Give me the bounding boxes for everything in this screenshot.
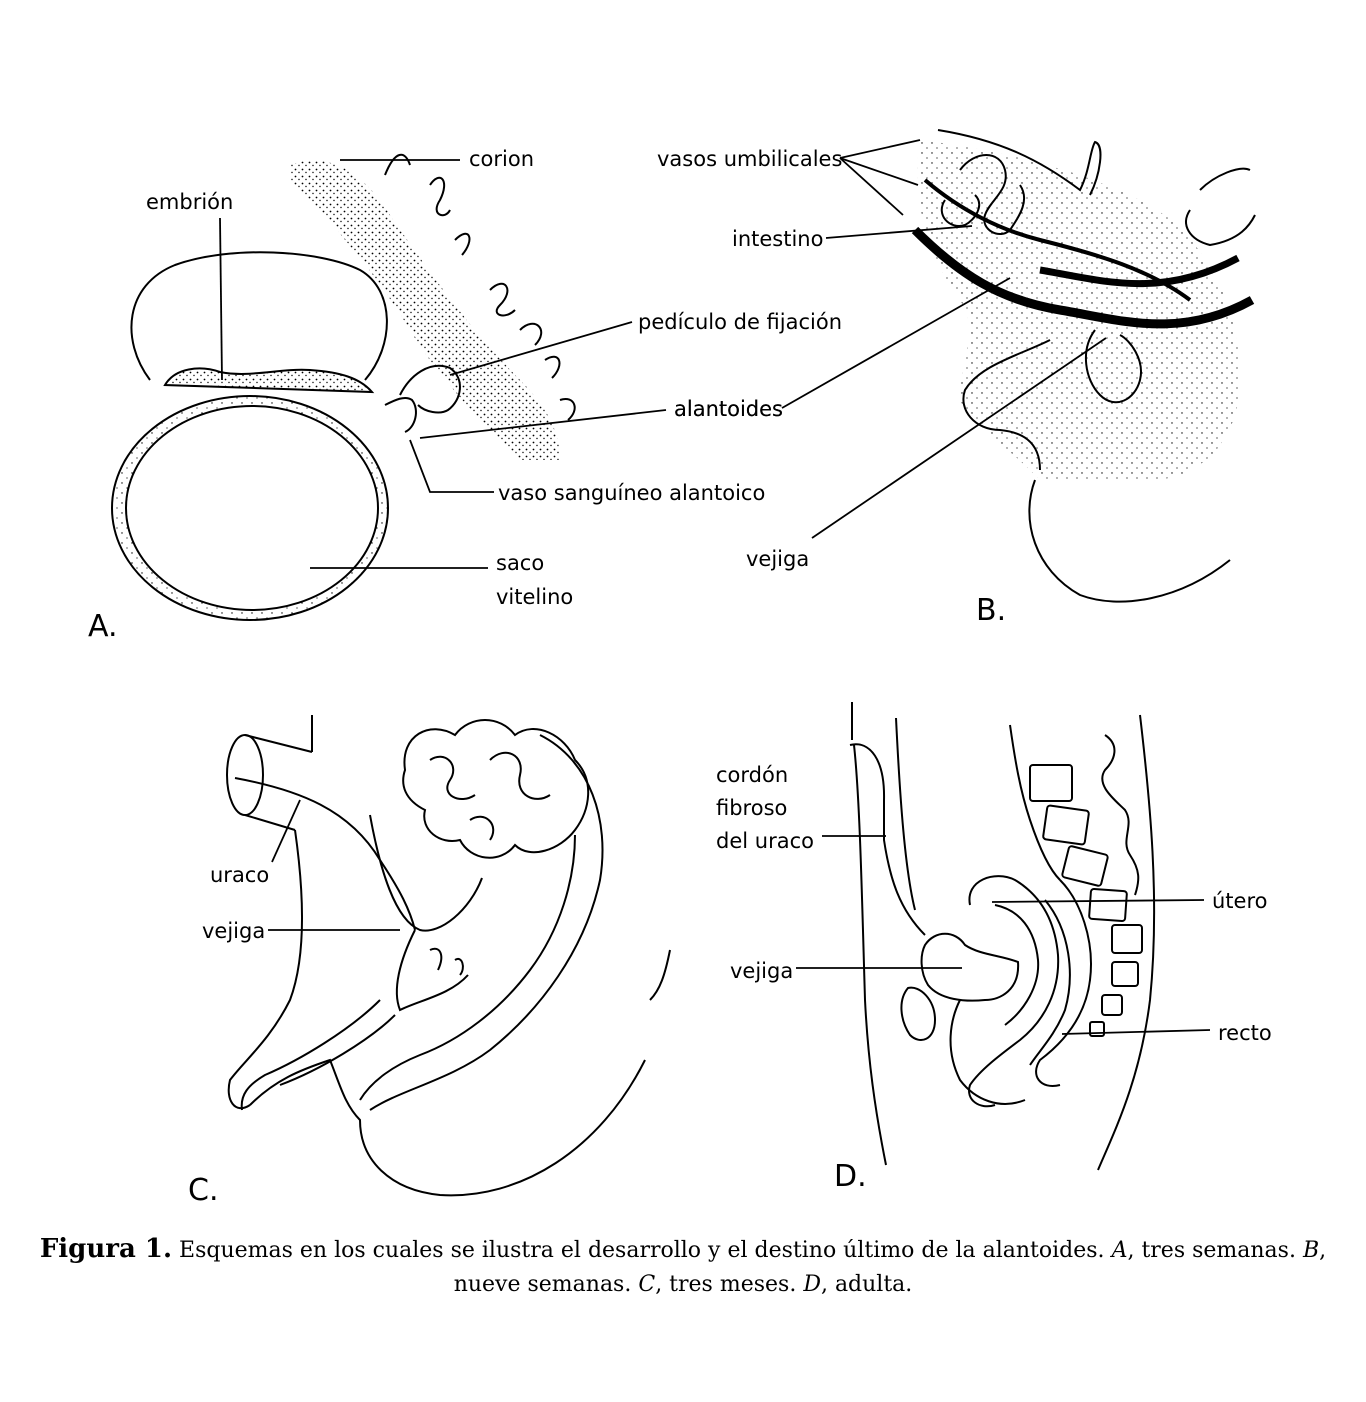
bladder-b bbox=[1086, 330, 1141, 402]
leader-vasos-1 bbox=[840, 140, 920, 158]
bladder-c bbox=[370, 815, 482, 931]
caption-c-text: , tres meses. bbox=[655, 1272, 797, 1297]
intestine-mass-c bbox=[403, 720, 588, 858]
label-embrion: embrión bbox=[146, 190, 233, 214]
sinus-c bbox=[397, 930, 468, 1010]
panel-letter-c: C. bbox=[188, 1173, 218, 1208]
panel-letter-a: A. bbox=[88, 609, 118, 644]
label-alantoides-a: alantoides bbox=[674, 397, 783, 421]
symphysis-d bbox=[901, 988, 935, 1040]
inner-wall-d bbox=[896, 718, 915, 910]
umbilical-artery-2 bbox=[1040, 258, 1238, 284]
caption-d-text: , adulta. bbox=[820, 1272, 913, 1297]
vagina-d bbox=[951, 1000, 1025, 1104]
leader-vaso bbox=[410, 440, 494, 492]
panel-letter-b: B. bbox=[976, 593, 1006, 628]
abdominal-wall-d bbox=[850, 702, 925, 935]
leader-alantoides-b bbox=[782, 278, 1010, 408]
intestine-loops bbox=[942, 155, 1024, 234]
amniotic-cavity bbox=[131, 252, 386, 380]
leader-alantoides-a bbox=[420, 410, 666, 438]
body-outline-c bbox=[229, 715, 312, 1108]
panel-c bbox=[227, 715, 670, 1195]
anterior-outline-d bbox=[854, 745, 886, 1165]
panel-a bbox=[112, 155, 666, 620]
label-intestino: intestino bbox=[732, 227, 823, 251]
panel-d bbox=[796, 702, 1210, 1170]
label-uraco: uraco bbox=[210, 863, 269, 887]
caption-a-letter: A bbox=[1111, 1238, 1128, 1263]
label-vejiga-d: vejiga bbox=[730, 959, 793, 983]
label-pediculo: pedículo de fijación bbox=[638, 310, 842, 334]
label-alantoides-b: alantoides bbox=[674, 397, 783, 421]
label-saco-1: saco bbox=[496, 551, 544, 575]
embryonic-disc bbox=[165, 368, 372, 392]
leader-utero bbox=[992, 900, 1204, 902]
right-outline-c bbox=[650, 950, 670, 1000]
chorion-villi bbox=[385, 155, 575, 420]
label-vejiga-b: vejiga bbox=[746, 547, 809, 571]
inner-back-c bbox=[360, 835, 575, 1100]
rectum-d bbox=[1036, 880, 1091, 1086]
sacrum-vertebrae bbox=[1030, 765, 1142, 1036]
urachus-c bbox=[235, 778, 415, 930]
abdomen-outline-c bbox=[250, 1060, 645, 1195]
caption-c-letter: C bbox=[638, 1272, 656, 1297]
spinal-canal-d bbox=[1102, 735, 1138, 895]
caption-text-2: nueve semanas. bbox=[453, 1272, 632, 1297]
back-outline-c bbox=[370, 735, 603, 1110]
spine-front-d bbox=[1010, 725, 1060, 880]
connecting-stalk bbox=[400, 366, 460, 413]
genital-tubercle bbox=[963, 340, 1050, 470]
leader-vejiga-b bbox=[812, 338, 1106, 538]
caption-prefix: Figura 1. bbox=[39, 1234, 173, 1264]
yolk-sac-inner bbox=[126, 406, 378, 610]
label-vejiga-c: vejiga bbox=[202, 919, 265, 943]
chorion-band bbox=[290, 160, 560, 460]
label-vaso: vaso sanguíneo alantoico bbox=[498, 481, 765, 505]
caption-b-letter: B bbox=[1302, 1238, 1320, 1263]
back-outline bbox=[1186, 169, 1255, 245]
label-cordon-3: del uraco bbox=[716, 829, 814, 853]
caption-b-text: , bbox=[1319, 1238, 1327, 1263]
leader-embrion bbox=[220, 218, 222, 380]
bladder-d bbox=[922, 934, 1019, 1001]
leader-vasos-2 bbox=[840, 158, 918, 185]
label-corion: corion bbox=[469, 147, 534, 171]
posterior-outline-d bbox=[1098, 715, 1154, 1170]
cord-end bbox=[227, 735, 263, 815]
umbilical-cord bbox=[938, 130, 1100, 195]
label-recto: recto bbox=[1218, 1021, 1272, 1045]
leader-recto bbox=[1062, 1030, 1210, 1034]
label-cordon-2: fibroso bbox=[716, 796, 787, 820]
leader-vasos-3 bbox=[840, 158, 903, 215]
umbilical-artery-1 bbox=[915, 230, 1252, 324]
label-utero: útero bbox=[1212, 889, 1267, 913]
panel-letter-d: D. bbox=[834, 1159, 867, 1194]
rectum-inner-d bbox=[1030, 900, 1070, 1065]
urethra-c bbox=[242, 1000, 395, 1110]
uterus-d bbox=[969, 876, 1058, 1106]
allantois-duct bbox=[385, 398, 416, 432]
label-cordon-1: cordón bbox=[716, 763, 788, 787]
figure-caption: Figura 1. Esquemas en los cuales se ilus… bbox=[30, 1232, 1336, 1302]
label-saco-2: vitelino bbox=[496, 585, 573, 609]
caption-text-1: Esquemas en los cuales se ilustra el des… bbox=[179, 1238, 1105, 1263]
panel-b bbox=[782, 130, 1255, 602]
leg-outline bbox=[1029, 480, 1230, 602]
umbilical-vein bbox=[925, 180, 1190, 300]
intestine-folds-c bbox=[430, 753, 550, 840]
uterus-inner-d bbox=[995, 905, 1038, 1025]
caption-a-text: , tres semanas. bbox=[1127, 1238, 1296, 1263]
leader-uraco bbox=[272, 800, 300, 862]
leader-intestino bbox=[826, 226, 972, 238]
caption-d-letter: D bbox=[803, 1272, 821, 1297]
leader-pediculo bbox=[450, 322, 632, 375]
label-vasos: vasos umbilicales bbox=[657, 147, 842, 171]
